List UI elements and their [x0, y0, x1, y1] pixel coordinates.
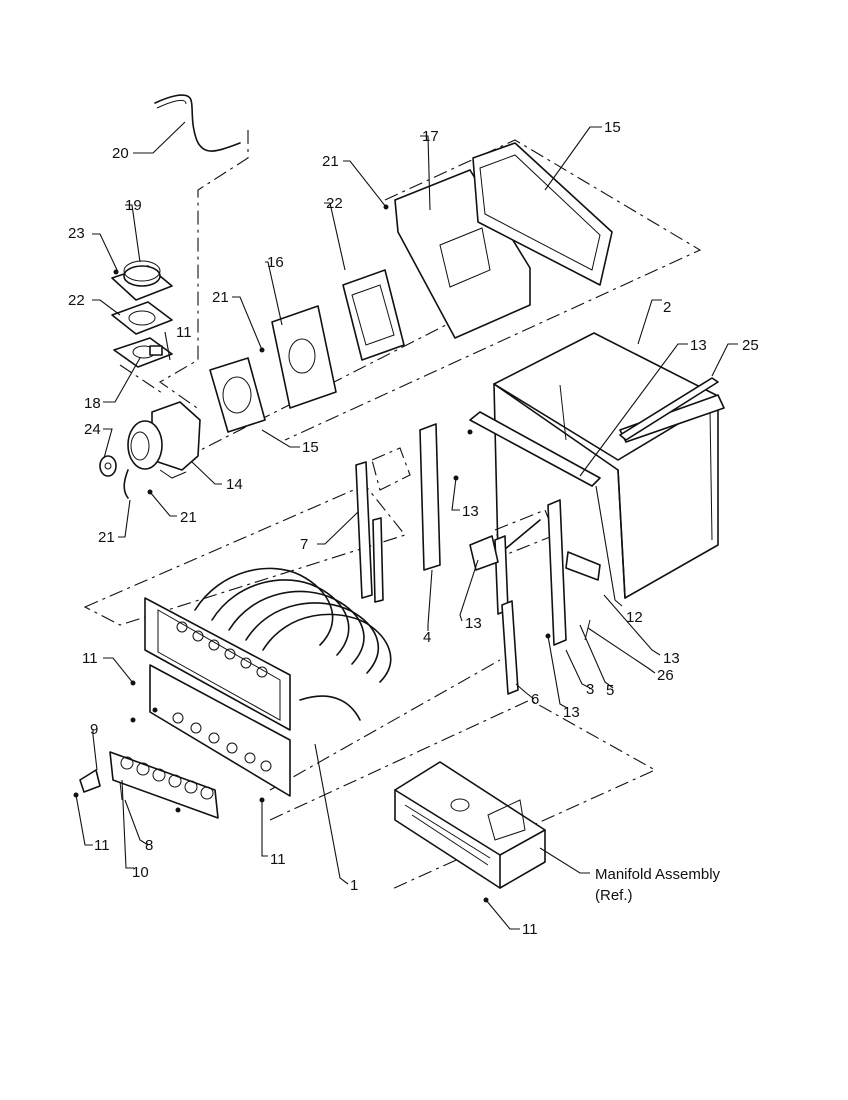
callout-7: 7 [300, 536, 308, 553]
callout-26: 26 [657, 667, 674, 684]
callout-21-bottom: 21 [98, 529, 115, 546]
callout-10: 10 [132, 864, 149, 881]
callout-13-right: 13 [663, 650, 680, 667]
collector-panel-part [394, 169, 531, 339]
callout-9: 9 [90, 721, 98, 738]
callout-labels: 20 19 23 22 11 18 24 14 21 21 15 21 16 2… [68, 119, 759, 938]
panel-gasket-part [472, 142, 613, 286]
callout-13-topright: 13 [690, 337, 707, 354]
callout-5: 5 [606, 682, 614, 699]
callout-21-lowerleft: 21 [180, 509, 197, 526]
callout-11-bottomleft: 11 [94, 837, 110, 854]
callout-21-top: 21 [322, 153, 339, 170]
callout-13-center: 13 [462, 503, 479, 520]
inducer-collar-part [111, 260, 173, 368]
top-strip-part [619, 377, 719, 441]
callout-14: 14 [226, 476, 243, 493]
callout-11-top: 11 [176, 324, 192, 341]
callout-12: 12 [626, 609, 643, 626]
callout-4: 4 [423, 629, 431, 646]
leader-lines [75, 121, 738, 930]
cabinet-box-part [469, 332, 725, 599]
callout-13-midleft: 13 [465, 615, 482, 632]
callout-2: 2 [663, 299, 671, 316]
callout-19: 19 [125, 197, 142, 214]
callout-11-bottommid: 11 [270, 851, 286, 868]
callout-22-left: 22 [68, 292, 85, 309]
cover-plate-part [271, 305, 337, 409]
callout-3: 3 [586, 681, 594, 698]
burner-plate-part [79, 751, 219, 819]
sensor-wire-part [154, 94, 241, 152]
transition-gasket-part [209, 357, 266, 433]
callout-6: 6 [531, 691, 539, 708]
callout-17: 17 [422, 128, 439, 145]
callout-23: 23 [68, 225, 85, 242]
callout-15-upper: 15 [604, 119, 621, 136]
callout-25: 25 [742, 337, 759, 354]
plug-part [99, 455, 117, 477]
callout-13-lower: 13 [563, 704, 580, 721]
brackets-part [355, 423, 601, 695]
callout-8: 8 [145, 837, 153, 854]
heat-exchanger-part [144, 567, 392, 797]
square-gasket-part [342, 269, 405, 361]
callout-11-left: 11 [82, 650, 98, 667]
manifold-label: Manifold Assembly [595, 866, 721, 883]
screws [73, 204, 551, 903]
manifold-ref-label: (Ref.) [595, 887, 633, 904]
callout-1: 1 [350, 877, 358, 894]
callout-11-bottomright: 11 [522, 921, 538, 938]
inducer-motor-part [123, 401, 201, 499]
callout-24: 24 [84, 421, 101, 438]
callout-16: 16 [267, 254, 284, 271]
callout-18: 18 [84, 395, 101, 412]
callout-20: 20 [112, 145, 129, 162]
callout-21-mid: 21 [212, 289, 229, 306]
callout-22-mid: 22 [326, 195, 343, 212]
callout-15-lower: 15 [302, 439, 319, 456]
manifold-assembly-part [394, 761, 546, 889]
